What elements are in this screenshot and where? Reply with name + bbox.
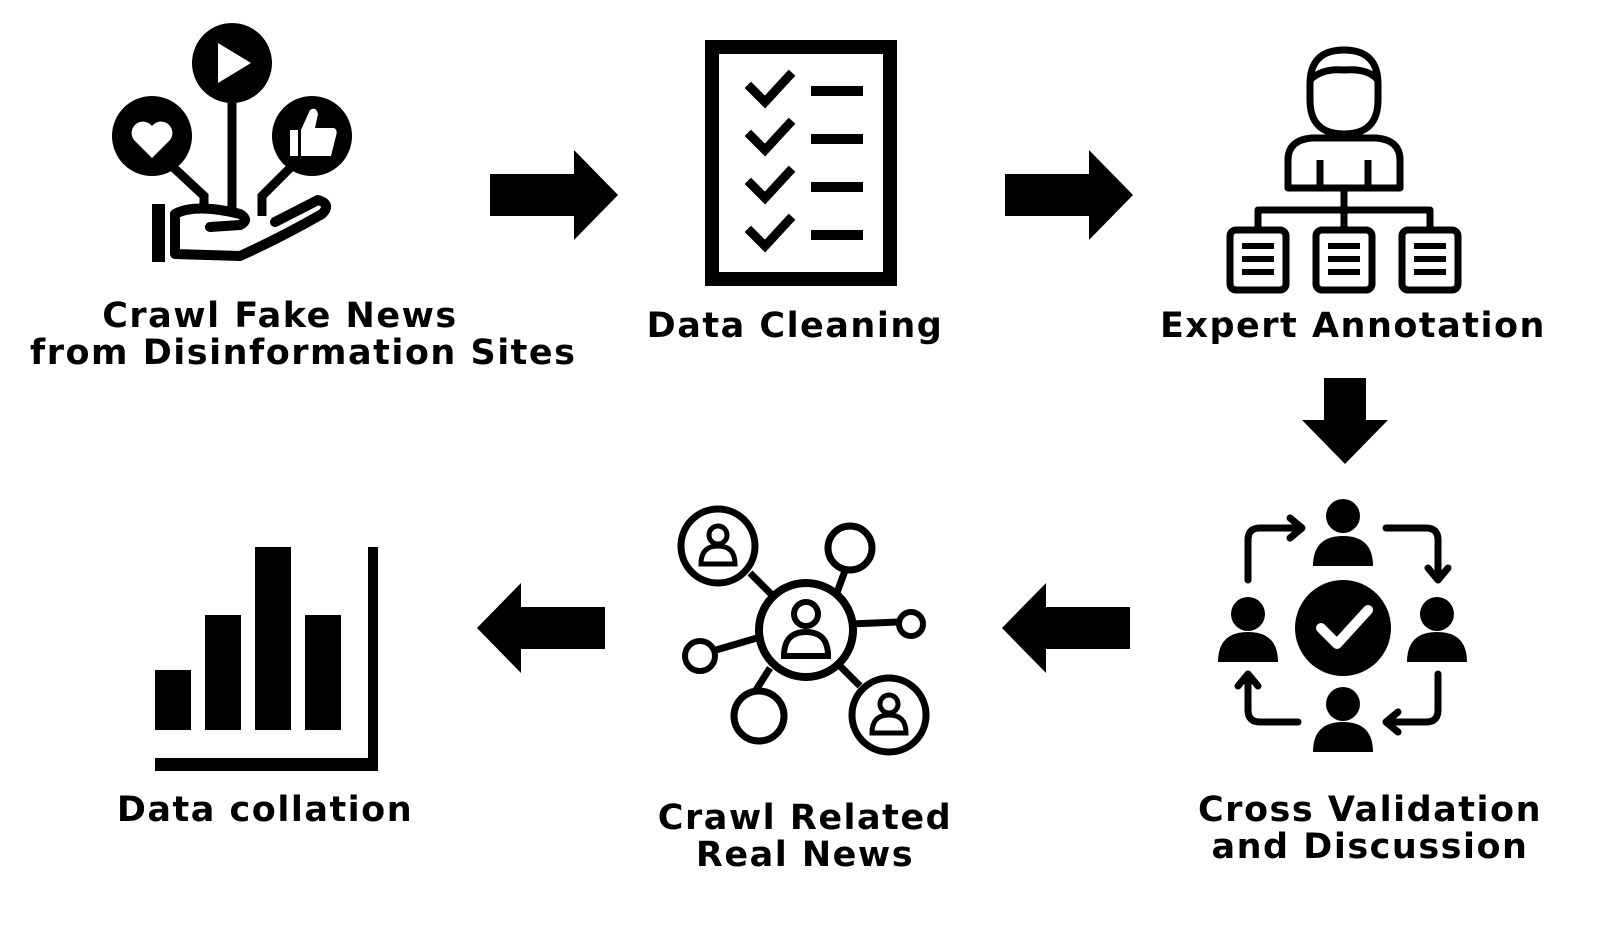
- step-label-cross-validation: Cross Validation and Discussion: [1198, 790, 1542, 867]
- hand-social-icon: [112, 23, 352, 262]
- step-label-crawl-real-news: Crawl Related Real News: [657, 798, 953, 875]
- bar-chart-icon: [155, 547, 378, 771]
- arrow-right-icon: [490, 150, 618, 240]
- step-label-data-cleaning: Data Cleaning: [646, 306, 944, 346]
- step-label-crawl-fake-news: Crawl Fake News from Disinformation Site…: [30, 296, 577, 373]
- step-label-data-collation: Data collation: [116, 790, 414, 830]
- arrow-left-icon: [1002, 583, 1130, 673]
- step-label-expert-annotation: Expert Annotation: [1160, 306, 1546, 346]
- team-cycle-check-icon: [1218, 499, 1467, 752]
- arrow-right-icon: [1005, 150, 1133, 240]
- checklist-icon: [705, 40, 897, 286]
- arrow-left-icon: [477, 583, 605, 673]
- user-network-icon: [677, 505, 930, 756]
- arrow-down-icon: [1302, 378, 1388, 464]
- expert-hierarchy-icon: [1226, 46, 1462, 294]
